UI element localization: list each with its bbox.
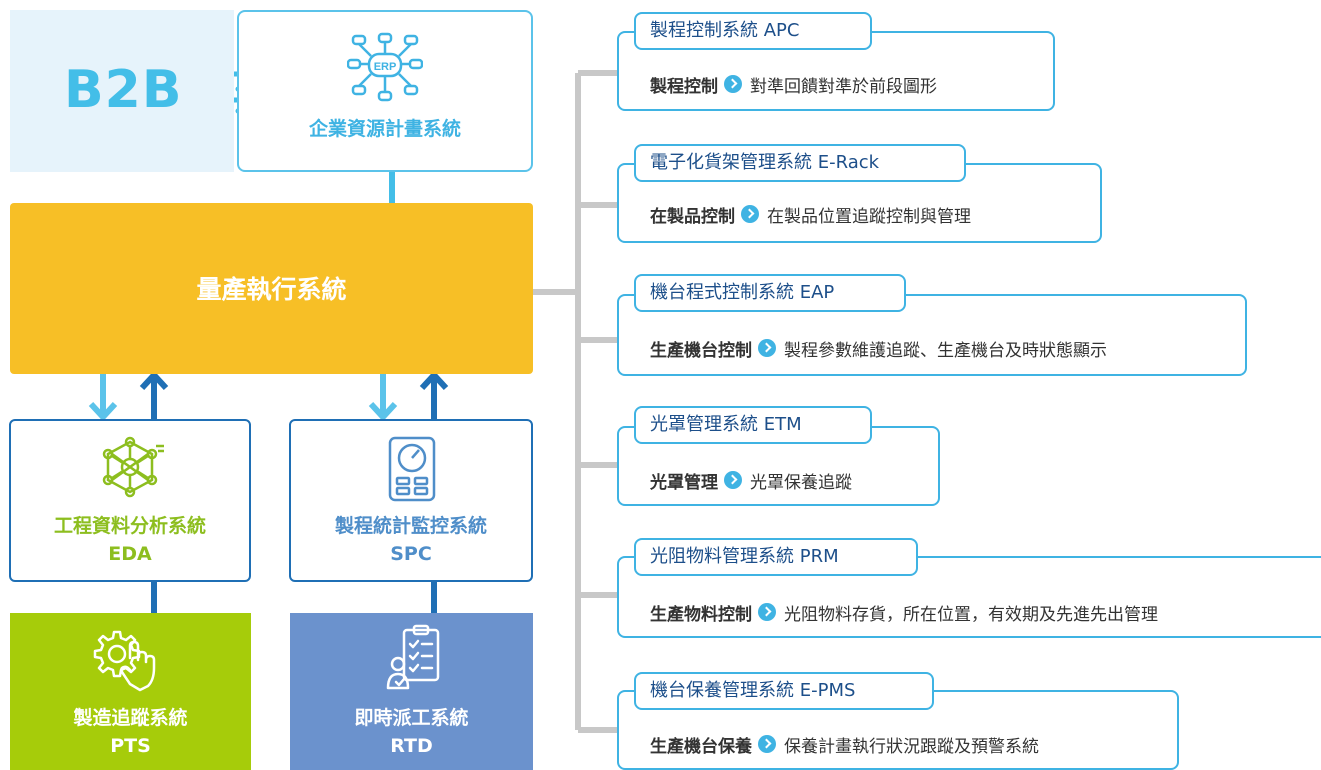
chevron-right-icon bbox=[724, 471, 742, 489]
spc-name: 製程統計監控系統 bbox=[334, 515, 487, 537]
rtd-name: 即時派工系統 bbox=[354, 707, 469, 729]
panel-apc-body: 製程控制 對準回饋對準於前段圖形 bbox=[650, 70, 937, 98]
b2b-background bbox=[10, 10, 234, 172]
panel-eap-strong: 生產機台控制 bbox=[650, 340, 752, 361]
panel-eap-desc: 製程參數維護追蹤、生產機台及時狀態顯示 bbox=[784, 340, 1107, 361]
chevron-right-icon bbox=[758, 603, 776, 621]
panel-eap-title: 機台程式控制系統 EAP bbox=[634, 274, 906, 312]
pts-code: PTS bbox=[110, 735, 151, 757]
panel-erack-title: 電子化貨架管理系統 E-Rack bbox=[634, 144, 966, 182]
rtd-box[interactable] bbox=[290, 613, 533, 770]
rtd-label: 即時派工系統 RTD bbox=[290, 704, 533, 760]
panel-prm-body: 生產物料控制 光阻物料存貨，所在位置，有效期及先進先出管理 bbox=[650, 598, 1158, 626]
eda-molecule-icon bbox=[102, 436, 164, 498]
pts-gear-hand-icon bbox=[93, 630, 156, 692]
rtd-code: RTD bbox=[390, 735, 433, 757]
panel-epms-strong: 生產機台保養 bbox=[650, 736, 752, 757]
panel-prm-desc: 光阻物料存貨，所在位置，有效期及先進先出管理 bbox=[784, 604, 1158, 625]
panel-erack-strong: 在製品控制 bbox=[650, 206, 735, 227]
panel-etm-strong: 光罩管理 bbox=[650, 472, 718, 493]
panel-etm-desc: 光罩保養追蹤 bbox=[750, 472, 852, 493]
rtd-checklist-icon bbox=[386, 624, 440, 690]
panel-apc-title: 製程控制系統 APC bbox=[634, 12, 872, 50]
spc-code: SPC bbox=[390, 543, 432, 565]
eda-name: 工程資料分析系統 bbox=[53, 515, 206, 537]
erp-network-icon: ERP bbox=[347, 32, 423, 102]
panel-erack-desc: 在製品位置追蹤控制與管理 bbox=[767, 206, 971, 227]
spc-gauge-icon bbox=[388, 436, 436, 502]
panel-apc-strong: 製程控制 bbox=[650, 76, 718, 97]
pts-name: 製造追蹤系統 bbox=[73, 707, 188, 729]
mes-label: 量產執行系統 bbox=[196, 275, 347, 304]
panel-prm-strong: 生產物料控制 bbox=[650, 604, 752, 625]
chevron-right-icon bbox=[724, 75, 742, 93]
pts-box[interactable] bbox=[10, 613, 251, 770]
panel-erack-body: 在製品控制 在製品位置追蹤控制與管理 bbox=[650, 200, 971, 228]
panel-eap-body: 生產機台控制 製程參數維護追蹤、生產機台及時狀態顯示 bbox=[650, 334, 1107, 362]
tree-connector bbox=[533, 70, 617, 733]
panel-prm-title: 光阻物料管理系統 PRM bbox=[634, 538, 918, 576]
eda-code: EDA bbox=[108, 543, 152, 565]
pts-label: 製造追蹤系統 PTS bbox=[10, 704, 251, 760]
panel-epms-desc: 保養計畫執行狀況跟蹤及預警系統 bbox=[784, 736, 1039, 757]
panel-apc-desc: 對準回饋對準於前段圖形 bbox=[750, 76, 937, 97]
chevron-right-icon bbox=[758, 339, 776, 357]
b2b-label: B2B bbox=[64, 60, 183, 120]
erp-label: 企業資源計畫系統 bbox=[308, 118, 461, 140]
panel-epms-title: 機台保養管理系統 E-PMS bbox=[634, 672, 934, 710]
erp-badge-text: ERP bbox=[374, 61, 397, 73]
mes-box[interactable] bbox=[10, 203, 533, 374]
spc-label: 製程統計監控系統 SPC bbox=[289, 512, 533, 568]
eda-label: 工程資料分析系統 EDA bbox=[9, 512, 251, 568]
panel-epms-body: 生產機台保養 保養計畫執行狀況跟蹤及預警系統 bbox=[650, 730, 1039, 758]
panel-etm-title: 光罩管理系統 ETM bbox=[634, 406, 872, 444]
chevron-right-icon bbox=[741, 205, 759, 223]
panel-etm-body: 光罩管理 光罩保養追蹤 bbox=[650, 466, 852, 494]
chevron-right-icon bbox=[758, 735, 776, 753]
